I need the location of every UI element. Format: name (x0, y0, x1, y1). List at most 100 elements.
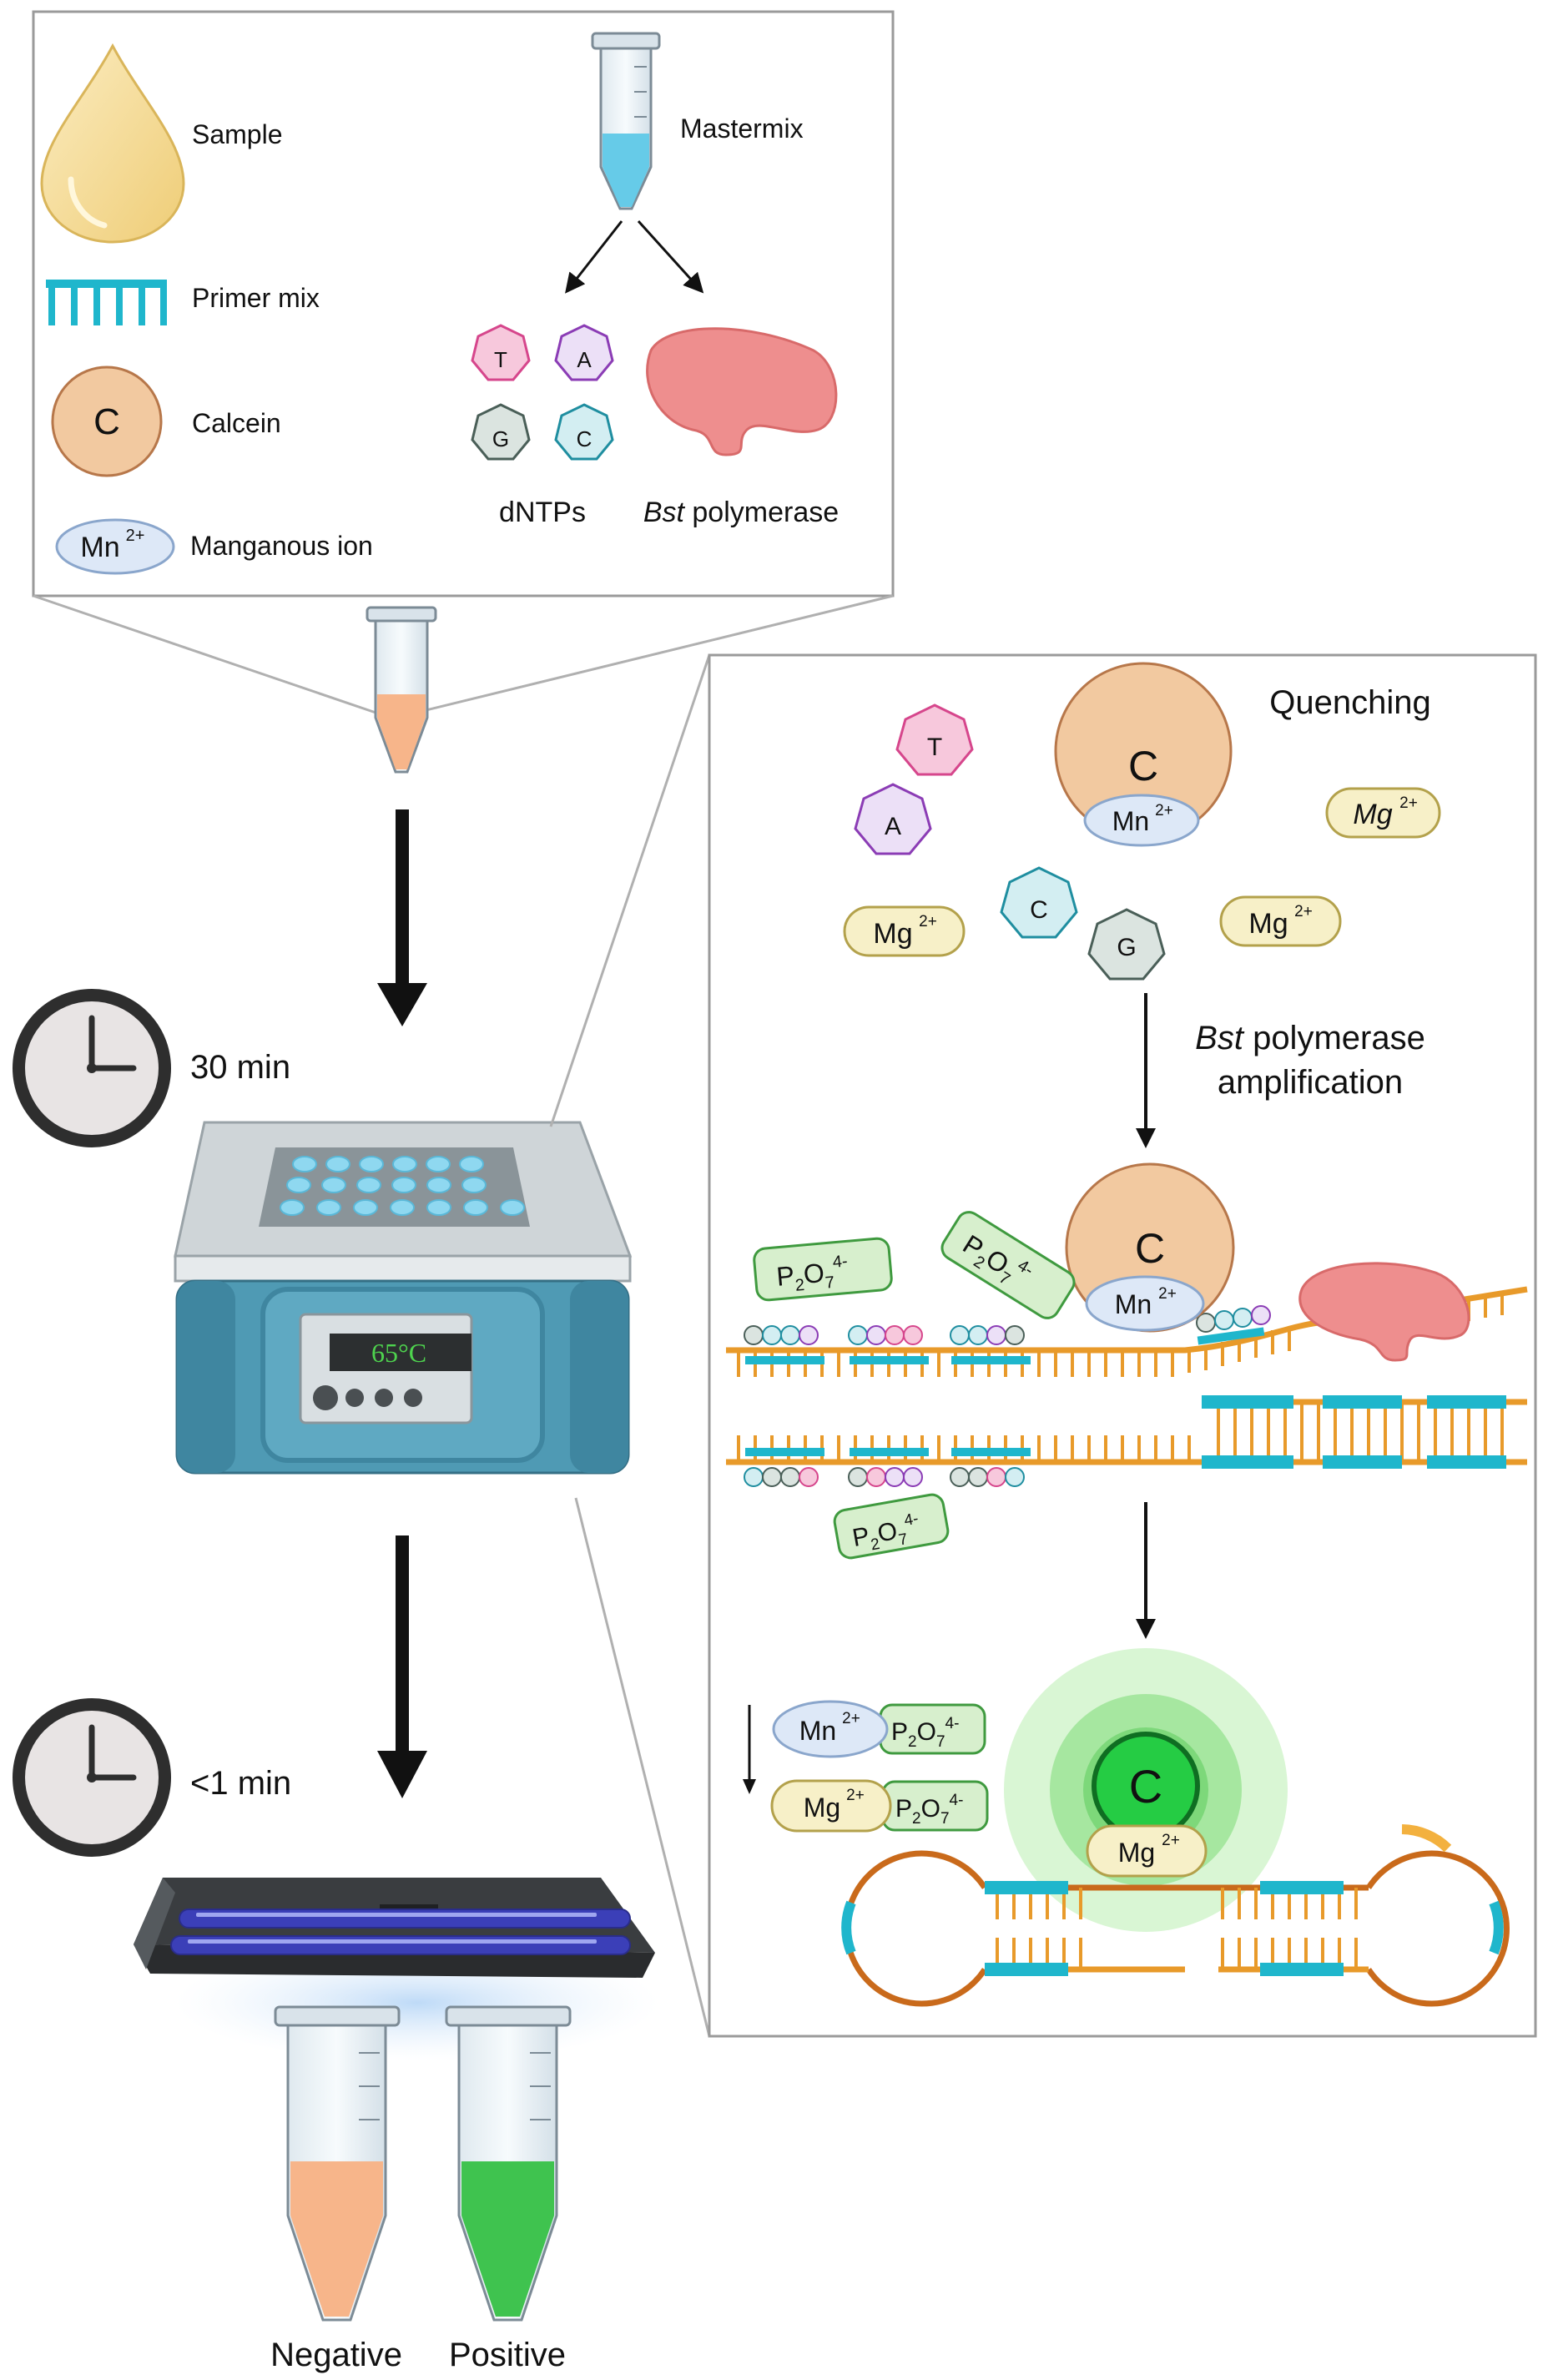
ppi-tag-1: P2O74- (753, 1237, 893, 1302)
mg-bottom-base: Mg (804, 1793, 840, 1823)
legend-label-primer-mix: Primer mix (192, 283, 320, 313)
legend-polymerase-italic: Bst (643, 497, 686, 528)
mn-top-sup: 2+ (1155, 802, 1173, 819)
calcein-letter-middle: C (1135, 1225, 1165, 1272)
mg-ion-3-base: Mg (1248, 908, 1288, 940)
mg-glow-sup: 2+ (1162, 1832, 1180, 1849)
dntp-g-icon: G (471, 403, 531, 461)
mechanism-arrow-2 (1136, 1502, 1156, 1639)
calcein-mn-complex-2: C Mn 2+ (1065, 1162, 1235, 1333)
heat-block-wells (280, 1156, 525, 1216)
precipitate-arrow (743, 1705, 756, 1794)
free-dntp-a-label: A (885, 813, 901, 840)
positive-tube-icon (445, 2005, 572, 2322)
mn-ppi-text: P2O74- (891, 1715, 959, 1751)
amplification-italic: Bst (1195, 1020, 1245, 1056)
mechanism-arrow-1 (1136, 993, 1156, 1148)
free-dntp-c: C (1000, 866, 1078, 939)
mg-ppi-text: P2O74- (895, 1792, 963, 1828)
arrow-to-dntps (565, 220, 623, 294)
dntp-a-icon: A (554, 324, 614, 381)
dntp-t-icon: T (471, 324, 531, 381)
arrow-to-polymerase (637, 219, 704, 294)
heat-block-icon: 65°C (174, 1121, 633, 1475)
ppi-tag-2: P2O74- (940, 1211, 1076, 1319)
calcein-icon: C (51, 366, 163, 477)
droplet-icon (40, 43, 185, 244)
mg-ion-1-base: Mg (1353, 799, 1392, 830)
negative-label: Negative (270, 2337, 402, 2373)
calcein-letter-bottom: C (1129, 1760, 1162, 1813)
amplification-rest: polymerase (1243, 1020, 1425, 1056)
mechanism-title: Quenching (1269, 684, 1430, 721)
amplification-line-2: amplification (1218, 1064, 1403, 1101)
legend-label-dntps: dNTPs (499, 497, 586, 528)
legend-panel: Sample Primer mix C Calcein Mn 2+ Mangan… (32, 10, 895, 718)
manganous-ion-icon: Mn 2+ (55, 518, 175, 575)
calcein-mn-complex: C Mn 2+ (1054, 662, 1233, 847)
mg-bottom-sup: 2+ (846, 1787, 865, 1804)
zoom-line-bottom (574, 1497, 711, 2037)
legend-mn-sup: 2+ (126, 527, 145, 545)
mn-top-base: Mn (1112, 806, 1149, 836)
heat-block-display: 65°C (371, 1338, 426, 1368)
free-dntp-t: T (895, 703, 974, 776)
mn-middle-base: Mn (1115, 1289, 1152, 1319)
mg-ppi-complex: Mg 2+ P2O74- (770, 1779, 989, 1833)
legend-label-sample: Sample (192, 119, 283, 149)
dumbbell-primers (985, 1881, 1344, 1976)
legend-mn-base: Mn (80, 532, 119, 563)
amplification-line-1: Bst polymerase (1195, 1020, 1425, 1056)
mg-ion-3-sup: 2+ (1294, 903, 1313, 920)
legend-polymerase-rest: polymerase (684, 497, 839, 528)
sample-tube-icon (366, 606, 437, 774)
mg-ion-3: Mg 2+ (1219, 895, 1342, 947)
free-dntp-a: A (854, 783, 932, 855)
mg-ion-2: Mg 2+ (843, 905, 966, 957)
mg-ion-2-sup: 2+ (919, 913, 937, 930)
strand-2-beads (744, 1467, 1025, 1487)
mn-middle-sup: 2+ (1158, 1285, 1177, 1303)
polymerase-on-dna-icon (1298, 1262, 1470, 1362)
mastermix-tube-icon (591, 32, 661, 210)
ppi-tag-3: P2O74- (833, 1493, 950, 1560)
zoom-line-top (549, 654, 711, 1127)
step-time-1-min: <1 min (190, 1765, 291, 1802)
process-arrow-2 (377, 1535, 427, 1798)
dntp-a-label: A (577, 347, 592, 372)
zoom-line-right (401, 594, 894, 718)
strand-1-beads (744, 1305, 1271, 1345)
dna-icon (726, 1286, 1528, 1377)
process-arrow-1 (377, 809, 427, 1026)
negative-tube-icon (274, 2005, 401, 2322)
calcein-icon-letter: C (93, 401, 120, 442)
legend-label-mastermix: Mastermix (680, 113, 804, 144)
step-time-30-min: 30 min (190, 1049, 290, 1086)
dntp-t-label: T (494, 347, 507, 372)
lamp-dumbbell-dna-icon (841, 1824, 1510, 2007)
free-dntp-g: G (1087, 908, 1166, 981)
dntp-c-icon: C (554, 403, 614, 461)
strand-1-primers (745, 1327, 1265, 1364)
free-dntp-c-label: C (1030, 896, 1048, 924)
legend-label-calcein: Calcein (192, 408, 281, 438)
free-dntp-g-label: G (1117, 934, 1136, 961)
legend-label-polymerase: Bst polymerase (643, 497, 839, 528)
mg-glow-base: Mg (1118, 1838, 1155, 1868)
mg-ion-1-sup: 2+ (1399, 794, 1418, 812)
fluorescent-calcein: C Mg 2+ (1004, 1648, 1288, 1932)
free-dntp-t-label: T (927, 734, 942, 761)
clock-icon (13, 989, 171, 1147)
clock-icon (13, 1698, 171, 1857)
duplex-primers (745, 1395, 1506, 1469)
mg-ion-1: Mg 2+ (1325, 787, 1441, 839)
dna-icon (726, 1395, 1527, 1487)
mn-bottom-sup: 2+ (842, 1710, 860, 1727)
polymerase-icon (646, 327, 838, 456)
primer-mix-icon (46, 280, 167, 325)
dna-duplex-ticks (1217, 1402, 1504, 1462)
zoom-line-left (33, 594, 386, 718)
legend-label-manganous-ion: Manganous ion (190, 531, 373, 561)
mn-bottom-base: Mn (799, 1716, 836, 1746)
